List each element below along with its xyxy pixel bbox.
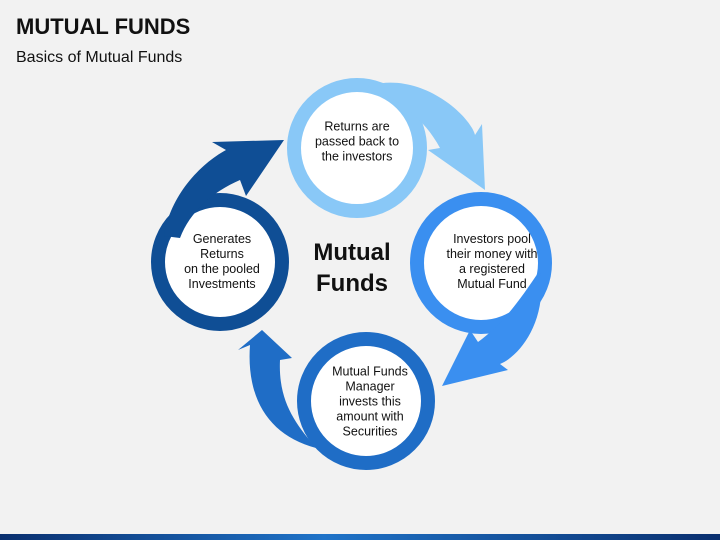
node-line: passed back to — [314, 134, 400, 149]
cycle-arrow-to-manager — [442, 270, 542, 386]
node-line: a registered — [458, 262, 525, 276]
center-label-line2: Funds — [316, 270, 388, 297]
node-line: Investors pool — [453, 232, 531, 246]
cycle-node-ring-investors-pool — [410, 192, 552, 386]
node-text-returns-passed-back: Returns are passed back to the investors — [305, 120, 409, 165]
node-line: Investments — [188, 277, 256, 291]
node-line: the investors — [321, 149, 393, 164]
node-line: amount with — [336, 409, 404, 424]
center-label: Mutual Funds — [292, 237, 412, 299]
cycle-arrow-to-returns — [238, 330, 316, 448]
node-line: invests this — [339, 394, 401, 409]
node-text-investors-pool: Investors pool their money with a regist… — [440, 232, 544, 292]
cycle-node-ring-generates-returns — [151, 140, 289, 331]
node-line: Generates — [192, 232, 252, 246]
cycle-node-ring-manager-invests — [238, 330, 435, 470]
node-line: Securities — [342, 424, 398, 439]
node-text-generates-returns: Generates Returns on the pooled Investme… — [170, 232, 274, 292]
node-line: on the pooled — [184, 262, 260, 276]
node-text-manager-invests: Mutual Funds Manager invests this amount… — [318, 365, 422, 440]
slide-title: MUTUAL FUNDS — [16, 14, 191, 39]
bottom-accent-bar — [0, 534, 720, 540]
node-line: Mutual Fund — [457, 277, 527, 291]
cycle-node-ring-returns-passed-back — [287, 78, 485, 218]
node-line: Returns are — [324, 119, 390, 134]
node-line: Manager — [345, 379, 395, 394]
node-line: Mutual Funds — [332, 364, 408, 379]
node-line: Returns — [200, 247, 244, 261]
center-label-line1: Mutual — [313, 239, 391, 266]
slide-subtitle: Basics of Mutual Funds — [16, 49, 183, 66]
cycle-arrow-to-top — [164, 140, 284, 238]
node-line: their money with — [446, 247, 538, 261]
cycle-arrow-to-investors — [368, 82, 485, 190]
